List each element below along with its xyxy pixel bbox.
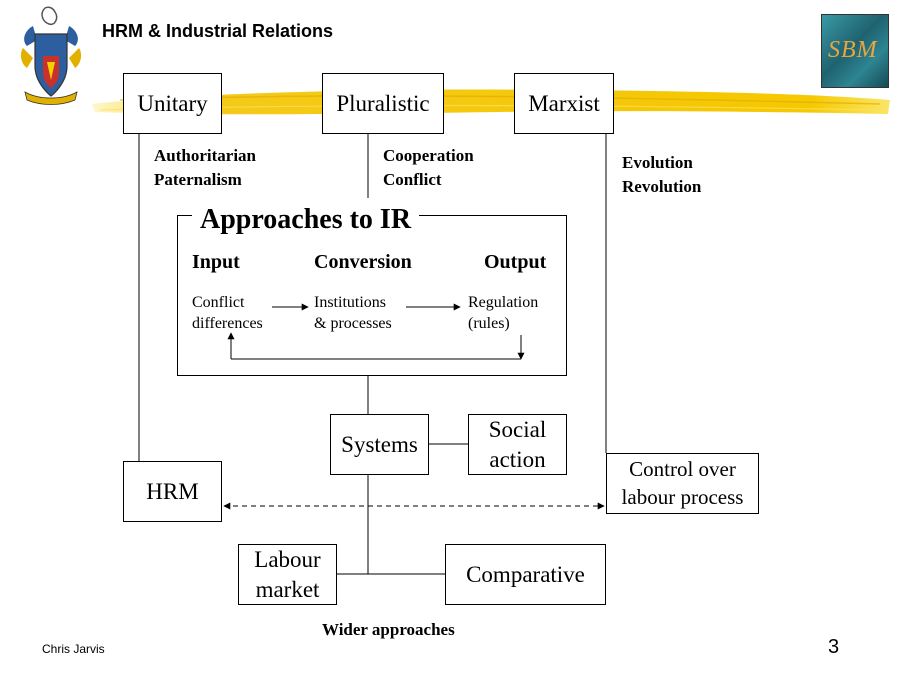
wider-approaches-caption: Wider approaches bbox=[322, 620, 455, 639]
output-heading: Output bbox=[484, 251, 547, 273]
note-conflict: Conflict bbox=[383, 170, 442, 189]
social-action-line-2: action bbox=[489, 446, 546, 472]
pluralistic-label: Pluralistic bbox=[336, 90, 430, 116]
systems-box: Systems bbox=[330, 414, 429, 475]
input-line-1: Conflict bbox=[192, 294, 245, 311]
note-revolution: Revolution bbox=[622, 177, 702, 196]
conversion-heading: Conversion bbox=[314, 251, 412, 273]
output-line-1: Regulation bbox=[468, 294, 539, 311]
control-line-1: Control over bbox=[629, 457, 736, 482]
unitary-label: Unitary bbox=[137, 90, 208, 116]
note-evolution: Evolution bbox=[622, 153, 693, 172]
input-text: Conflict differences bbox=[192, 292, 263, 334]
unitary-notes: Authoritarian Paternalism bbox=[154, 144, 256, 192]
output-line-2: (rules) bbox=[468, 315, 510, 332]
control-line-2: labour process bbox=[621, 484, 744, 509]
marxist-label: Marxist bbox=[528, 90, 600, 116]
note-paternalism: Paternalism bbox=[154, 170, 242, 189]
input-line-2: differences bbox=[192, 315, 263, 332]
page-title: HRM & Industrial Relations bbox=[102, 21, 334, 41]
marxist-box: Marxist bbox=[514, 73, 614, 134]
sbm-logo: SBM bbox=[821, 14, 889, 88]
hrm-box: HRM bbox=[123, 461, 222, 522]
output-text: Regulation (rules) bbox=[468, 292, 538, 334]
pluralistic-box: Pluralistic bbox=[322, 73, 444, 134]
input-heading: Input bbox=[192, 251, 240, 273]
control-labour-box: Control over labour process bbox=[606, 453, 759, 514]
hrm-label: HRM bbox=[146, 478, 199, 504]
social-action-box: Social action bbox=[468, 414, 567, 475]
labour-market-line-2: market bbox=[255, 576, 320, 602]
page-number: 3 bbox=[828, 636, 840, 658]
systems-label: Systems bbox=[341, 431, 418, 457]
conversion-line-1: Institutions bbox=[314, 294, 387, 311]
comparative-label: Comparative bbox=[466, 561, 585, 587]
unitary-box: Unitary bbox=[123, 73, 222, 134]
pluralistic-notes: Cooperation Conflict bbox=[383, 144, 474, 192]
crest-icon bbox=[20, 6, 82, 105]
note-cooperation: Cooperation bbox=[383, 146, 474, 165]
labour-market-box: Labour market bbox=[238, 544, 337, 605]
marxist-notes: Evolution Revolution bbox=[622, 151, 701, 199]
social-action-line-1: Social bbox=[488, 416, 547, 442]
approaches-title: Approaches to IR bbox=[192, 204, 420, 236]
note-authoritarian: Authoritarian bbox=[154, 146, 256, 165]
conversion-text: Institutions & processes bbox=[314, 292, 392, 334]
author-footer: Chris Jarvis bbox=[42, 642, 105, 656]
sbm-logo-text: SBM bbox=[828, 37, 878, 63]
conversion-line-2: & processes bbox=[314, 315, 392, 332]
comparative-box: Comparative bbox=[445, 544, 606, 605]
labour-market-line-1: Labour bbox=[254, 546, 321, 572]
